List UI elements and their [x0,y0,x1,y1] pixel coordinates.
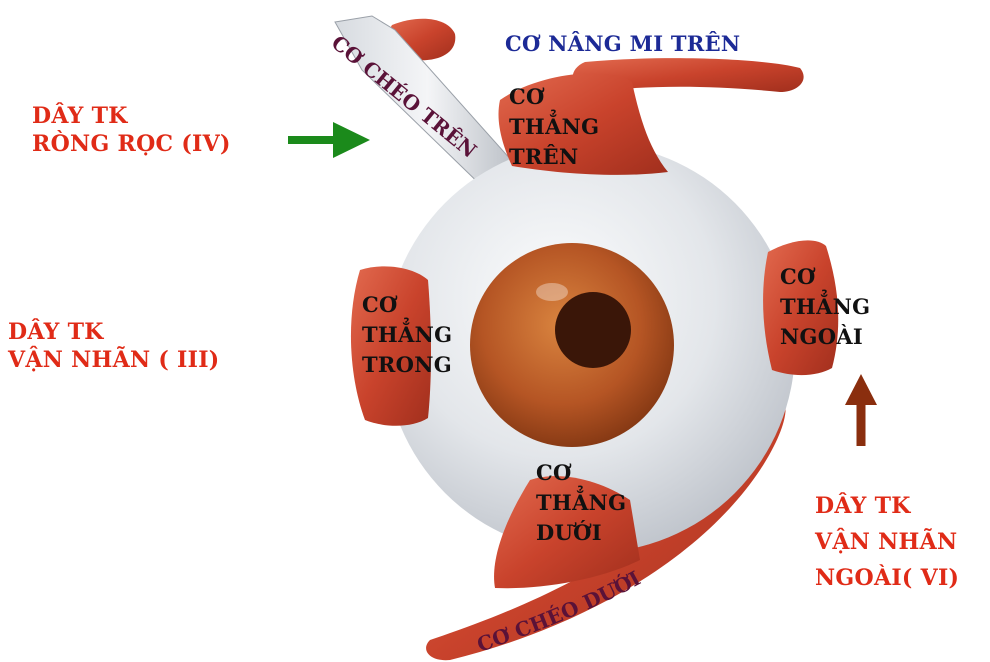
inferior-rectus-label: CƠ THẲNG DƯỚI [536,458,626,548]
pupil-shape [555,292,631,368]
green-right-arrow-icon [288,122,370,158]
brown-up-arrow-icon [845,374,877,446]
medial-rectus-label: CƠ THẲNG TRONG [362,290,452,380]
oculomotor-nerve-label: DÂY TK VẬN NHÃN ( III) [8,318,220,374]
superior-rectus-label: CƠ THẲNG TRÊN [509,82,599,172]
lateral-rectus-label: CƠ THẲNG NGOÀI [780,262,870,352]
abducens-nerve-label: DÂY TK VẬN NHÃN NGOÀI( VI) [815,488,959,596]
trochlear-nerve-label: DÂY TK RÒNG RỌC (IV) [32,102,231,158]
levator-label: CƠ NÂNG MI TRÊN [505,30,740,58]
